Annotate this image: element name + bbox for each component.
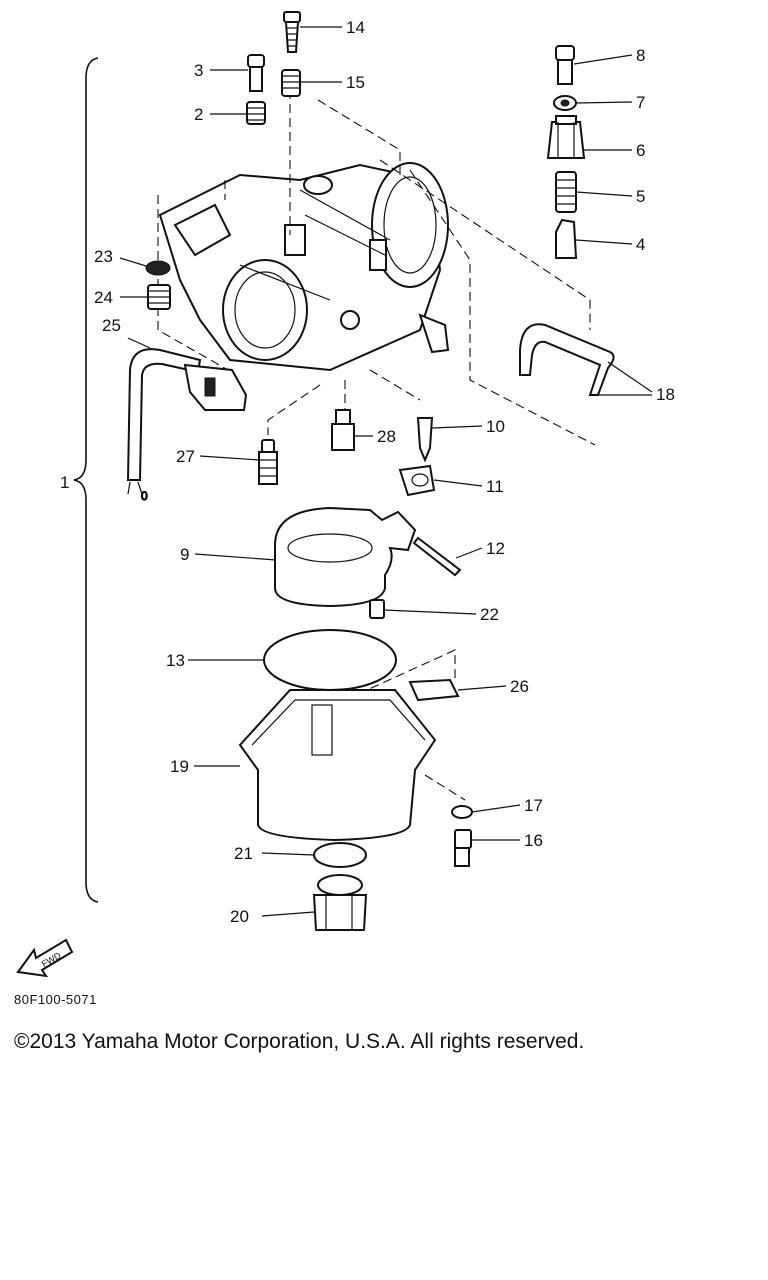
assembly-lines [157, 90, 596, 446]
callout-14: 14 [346, 18, 365, 37]
callout-labels: 1 2 3 4 5 6 7 8 9 10 11 12 13 14 15 16 1… [60, 18, 675, 926]
callout-13: 13 [166, 651, 185, 670]
callout-1: 1 [60, 473, 69, 492]
callout-10: 10 [486, 417, 505, 436]
part-22-plug [369, 599, 385, 619]
part-25-wire-lead: 0 [126, 348, 248, 504]
part-14-screw [283, 11, 301, 53]
part-11-clip [398, 464, 436, 497]
part-5-spring [555, 171, 577, 213]
diagram-part-number: 80F100-5071 [14, 992, 97, 1007]
part-21-gasket [313, 842, 367, 868]
callout-17: 17 [524, 796, 543, 815]
part-3-screw [247, 54, 265, 92]
callout-2: 2 [194, 105, 203, 124]
callout-20: 20 [230, 907, 249, 926]
part-2-spring [246, 101, 266, 125]
fwd-arrow-icon: FWD [16, 938, 74, 978]
part-4-plunger [555, 218, 578, 259]
part-24-spring [147, 284, 171, 310]
part-27-jet [258, 439, 278, 485]
part-15-spring [281, 69, 301, 97]
callout-4: 4 [636, 235, 645, 254]
leader-lines [119, 26, 653, 917]
part-20-drain-plug [312, 874, 368, 931]
callout-5: 5 [636, 187, 645, 206]
callout-15: 15 [346, 73, 365, 92]
callout-8: 8 [636, 46, 645, 65]
part-17-washer [451, 805, 473, 819]
callout-21: 21 [234, 844, 253, 863]
callout-12: 12 [486, 539, 505, 558]
carburetor-body [158, 162, 450, 372]
part-23-cap [145, 260, 171, 276]
part-19-float-bowl [238, 689, 466, 842]
part-13-o-ring [263, 629, 397, 691]
assembly-bracket [73, 57, 99, 903]
callout-23: 23 [94, 247, 113, 266]
callout-25: 25 [102, 316, 121, 335]
callout-6: 6 [636, 141, 645, 160]
part-16-screw [454, 829, 472, 867]
part-12-pin [412, 536, 462, 577]
callout-28: 28 [377, 427, 396, 446]
part-8-screw [555, 45, 575, 85]
callout-9: 9 [180, 545, 189, 564]
part-18-hose [519, 323, 615, 396]
callout-22: 22 [480, 605, 499, 624]
callout-26: 26 [510, 677, 529, 696]
callout-3: 3 [194, 61, 203, 80]
part-7-washer [553, 95, 577, 111]
part-28-jet [331, 409, 355, 451]
callout-11: 11 [486, 477, 504, 496]
part-6-nut [546, 115, 586, 159]
copyright-notice: ©2013 Yamaha Motor Corporation, U.S.A. A… [14, 1030, 585, 1053]
callout-19: 19 [170, 757, 189, 776]
part-10-needle [416, 417, 434, 463]
callout-16: 16 [524, 831, 543, 850]
part-26-bracket [344, 649, 460, 702]
callout-27: 27 [176, 447, 195, 466]
carburetor-exploded-diagram: 0 [16, 11, 675, 978]
svg-text:0: 0 [141, 489, 148, 503]
part-9-float [274, 506, 417, 608]
callout-24: 24 [94, 288, 113, 307]
callout-7: 7 [636, 93, 645, 112]
callout-18: 18 [656, 385, 675, 404]
